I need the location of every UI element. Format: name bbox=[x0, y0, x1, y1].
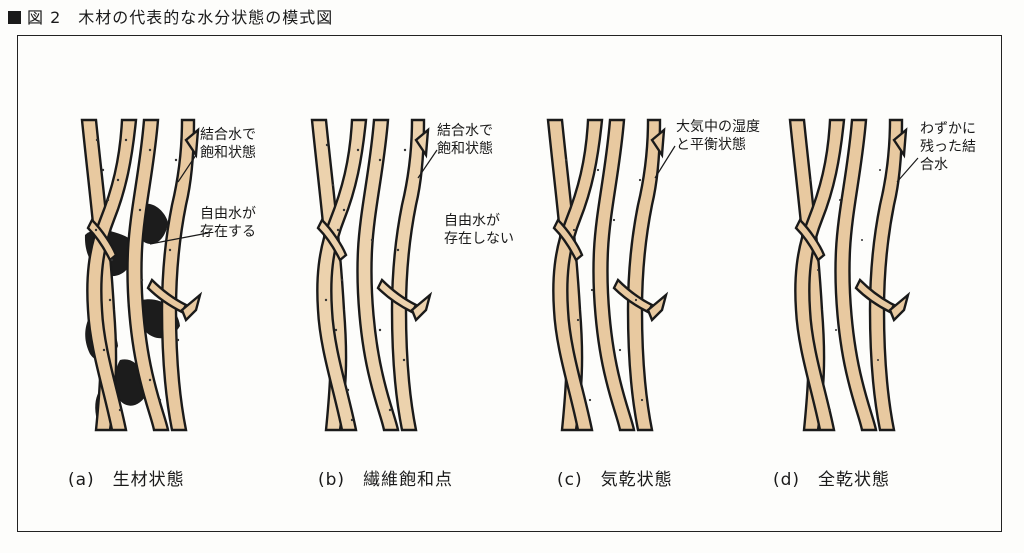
panel-d-residual-water-label: わずかに 残った結 合水 bbox=[920, 120, 976, 174]
panel-a-label-line4: 存在する bbox=[200, 223, 256, 241]
panel-c-label-line2: と平衡状態 bbox=[676, 136, 760, 154]
panel-b-label-line2: 飽和状態 bbox=[437, 140, 493, 158]
panel-c-caption: (c) 気乾状態 bbox=[557, 465, 673, 490]
panel-d-fibers bbox=[790, 120, 908, 430]
panel-a-free-water-label: 自由水が 存在する bbox=[200, 205, 256, 241]
panel-d-label-line3: 合水 bbox=[920, 156, 976, 174]
panel-a-fibers bbox=[82, 120, 200, 430]
panel-b-fibers bbox=[312, 120, 430, 430]
panel-b-caption: (b) 繊維飽和点 bbox=[318, 465, 453, 490]
panel-c-label-line1: 大気中の湿度 bbox=[676, 118, 760, 136]
panel-b-label-line4: 存在しない bbox=[444, 230, 514, 248]
panel-b-bound-water-label: 結合水で 飽和状態 bbox=[437, 122, 493, 158]
panel-a-label-line2: 飽和状態 bbox=[200, 144, 256, 162]
panel-d-caption: (d) 全乾状態 bbox=[773, 465, 890, 490]
panel-a-label-line1: 結合水で bbox=[200, 126, 256, 144]
panel-d-label-line1: わずかに bbox=[920, 120, 976, 138]
panel-c-fibers bbox=[548, 120, 666, 430]
panel-b-label-line3: 自由水が bbox=[444, 212, 514, 230]
panel-b-free-water-label: 自由水が 存在しない bbox=[444, 212, 514, 248]
panel-b-label-line1: 結合水で bbox=[437, 122, 493, 140]
panel-a-caption: (a) 生材状態 bbox=[68, 465, 185, 490]
panel-a-bound-water-label: 結合水で 飽和状態 bbox=[200, 126, 256, 162]
panel-a-label-line3: 自由水が bbox=[200, 205, 256, 223]
panel-c-equilibrium-label: 大気中の湿度 と平衡状態 bbox=[676, 118, 760, 154]
panel-d-label-line2: 残った結 bbox=[920, 138, 976, 156]
